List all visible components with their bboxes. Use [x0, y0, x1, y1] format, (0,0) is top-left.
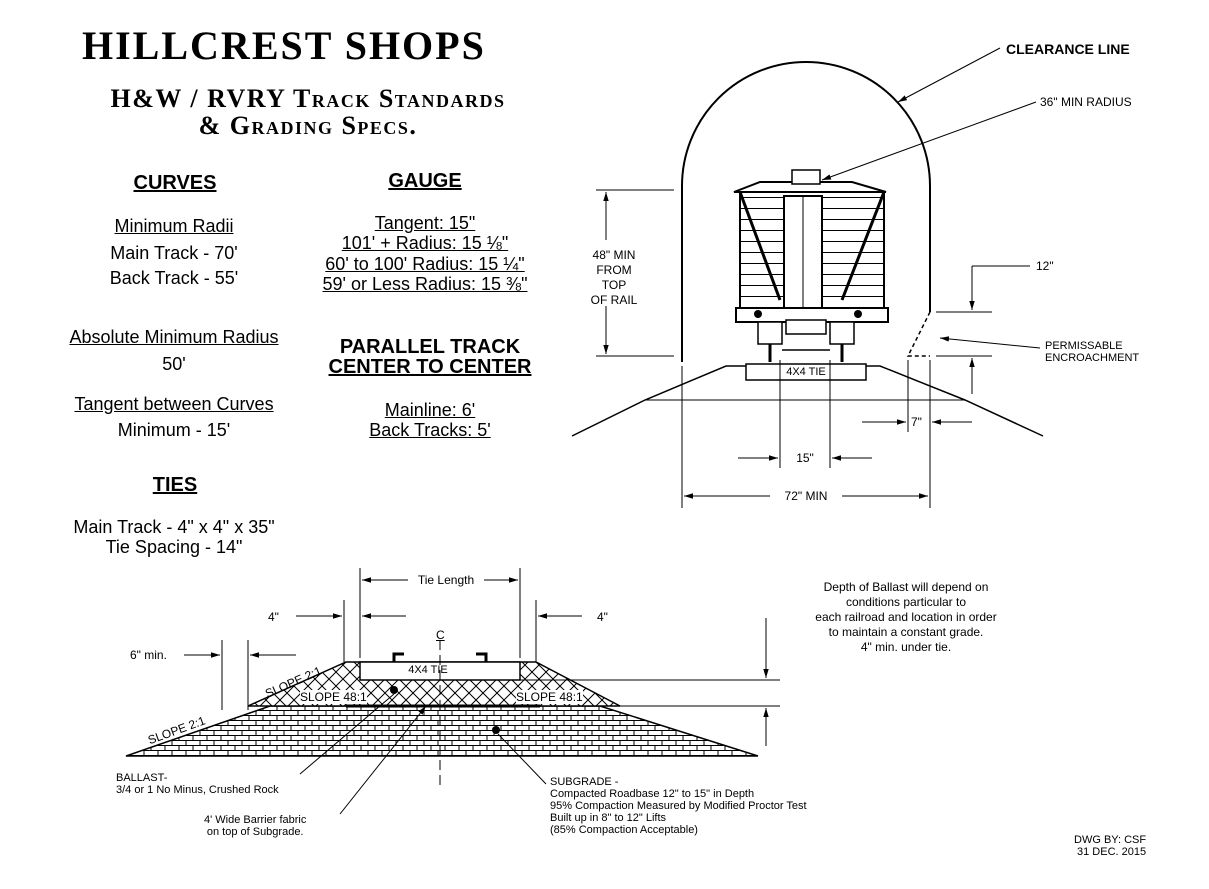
drawn-by: DWG BY: CSF — [1074, 834, 1147, 846]
dim-4-right-label: 4" — [597, 610, 608, 624]
ballast-note: BALLAST- 3/4 or 1 No Minus, Crushed Rock — [116, 772, 279, 796]
encroachment-zone — [906, 311, 931, 357]
subgrade-note-line: Built up in 8" to 12" Lifts — [550, 812, 667, 824]
ballast-depth-line: each railroad and location in order — [815, 610, 997, 624]
tie-length-label: Tie Length — [417, 573, 475, 587]
ballast-depth-line: conditions particular to — [845, 595, 967, 609]
dim-12-label: 12" — [1036, 259, 1054, 273]
drawing-date: 31 DEC. 2015 — [1077, 846, 1147, 858]
drawing-credit: DWG BY: CSF 31 DEC. 2015 — [1074, 834, 1146, 858]
clearance-line-label: CLEARANCE LINE — [1006, 41, 1130, 57]
dim-4-left-label: 4" — [268, 610, 279, 624]
ties-spacing: Tie Spacing - 14" — [105, 537, 243, 557]
ballast-depth-line: to maintain a constant grade. — [828, 625, 984, 639]
dim-15-label: 15" — [796, 451, 814, 465]
height-label-line2: FROM — [596, 263, 632, 277]
gauge-59-radius: 59' or Less Radius: 15 ⅜" — [322, 274, 528, 294]
page-title: HILLCREST SHOPS — [82, 23, 486, 68]
tie-outline — [745, 363, 867, 381]
gauge-heading: GAUGE — [388, 170, 462, 192]
section-tie-label: 4X4 TIE — [408, 664, 448, 676]
subgrade-note-line: (85% Compaction Acceptable) — [550, 824, 698, 836]
ties-heading: TIES — [152, 474, 198, 496]
parallel-heading-line2: CENTER TO CENTER — [328, 356, 532, 378]
gauge-tangent: Tangent: 15" — [374, 213, 476, 233]
ballast-note-line: BALLAST- — [116, 772, 168, 784]
tangent-between-label: Tangent between Curves — [74, 394, 274, 414]
subgrade-fill — [125, 705, 759, 757]
ballast-depth-line: 4" min. under tie. — [860, 640, 952, 654]
height-label-line1: 48" MIN — [592, 248, 636, 262]
main-track-radius: Main Track - 70' — [110, 243, 238, 263]
page-subtitle-line2: & Grading Specs. — [198, 111, 418, 140]
ballast-note-line: 3/4 or 1 No Minus, Crushed Rock — [116, 784, 279, 796]
parallel-mainline: Mainline: 6' — [384, 400, 476, 420]
ballast-depth-note: Depth of Ballast will depend on conditio… — [796, 580, 1016, 655]
back-track-radius: Back Track - 55' — [109, 268, 239, 288]
gauge-60-100-radius: 60' to 100' Radius: 15 ¼" — [325, 254, 525, 274]
min-radius-label: 36" MIN RADIUS — [1040, 95, 1132, 109]
page-subtitle-line1: H&W / RVRY Track Standards — [110, 84, 506, 113]
min-radii-label: Minimum Radii — [114, 216, 234, 236]
abs-min-radius-label: Absolute Minimum Radius — [69, 327, 279, 347]
clearance-envelope — [681, 61, 931, 362]
centerline-symbol: C — [436, 628, 445, 642]
parallel-back-tracks: Back Tracks: 5' — [369, 420, 491, 440]
abs-min-radius-value: 50' — [162, 354, 186, 374]
fabric-note-line: 4' Wide Barrier fabric — [204, 814, 307, 826]
clearance-diagram — [571, 47, 1044, 508]
dim-7-label: 7" — [911, 415, 922, 429]
boxcar-drawing — [733, 169, 889, 362]
subgrade-note: SUBGRADE - Compacted Roadbase 12" to 15"… — [550, 776, 807, 836]
clearance-tie-label: 4X4 TIE — [786, 366, 826, 378]
height-label-line3: TOP — [601, 278, 627, 292]
subgrade-note-line: 95% Compaction Measured by Modified Proc… — [550, 800, 807, 812]
ties-main-track: Main Track - 4" x 4" x 35" — [73, 517, 275, 537]
subgrade-note-line: Compacted Roadbase 12" to 15" in Depth — [550, 788, 755, 800]
dim-72-label: 72" MIN — [784, 489, 828, 503]
slope-481-right-label: SLOPE 48:1 — [516, 690, 583, 704]
encroachment-label-line2: ENCROACHMENT — [1045, 352, 1140, 364]
fabric-note-line: on top of Subgrade. — [206, 826, 304, 838]
height-label-line4: OF RAIL — [590, 293, 638, 307]
ballast-depth-line: Depth of Ballast will depend on — [823, 580, 989, 594]
curves-heading: CURVES — [133, 172, 217, 194]
gauge-101-radius: 101' + Radius: 15 ⅛" — [341, 233, 509, 253]
roadbed-section — [125, 568, 780, 815]
encroachment-label-line1: PERMISSABLE — [1045, 340, 1123, 352]
six-min-label: 6" min. — [130, 648, 167, 662]
fabric-note: 4' Wide Barrier fabric on top of Subgrad… — [204, 814, 306, 838]
tangent-between-value: Minimum - 15' — [117, 420, 231, 440]
parallel-heading-line1: PARALLEL TRACK — [339, 336, 521, 358]
slope-481-left-label: SLOPE 48:1 — [300, 690, 367, 704]
subgrade-note-line: SUBGRADE - — [550, 776, 619, 788]
